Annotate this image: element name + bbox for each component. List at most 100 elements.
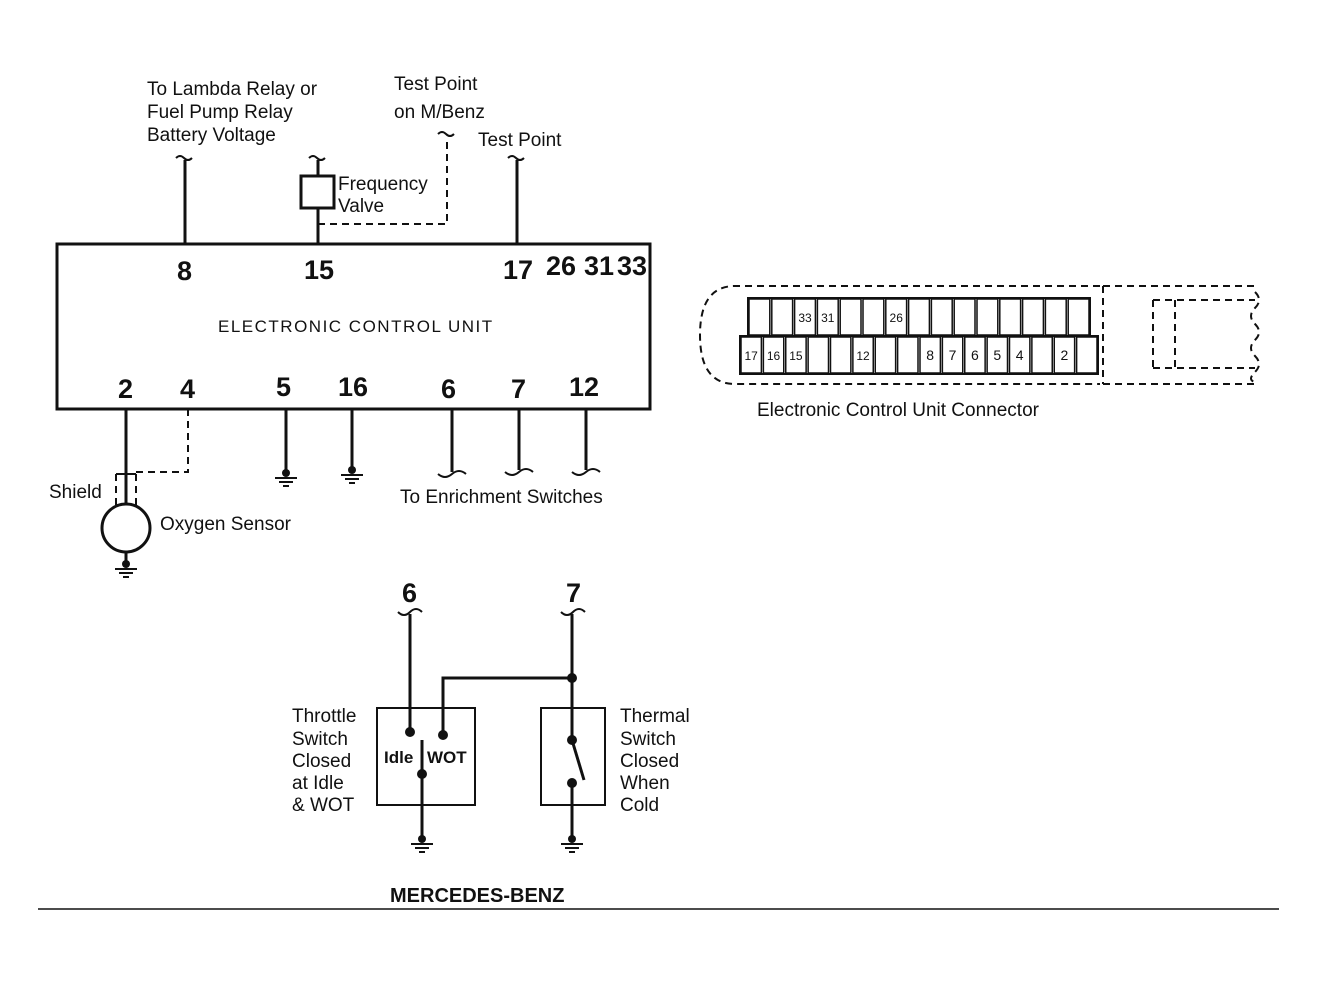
ground-pin-5-icon	[274, 409, 298, 487]
switch-pin-7: 7	[566, 578, 581, 608]
switch-pin-6: 6	[402, 578, 417, 608]
connector-cavity	[762, 336, 785, 374]
thermal-switch-label: Thermal Switch Closed When Cold	[620, 706, 690, 816]
frequency-valve-symbol	[299, 131, 455, 244]
throttle-switch-label: Throttle Switch Closed at Idle & WOT	[292, 706, 356, 816]
connector-cavity	[919, 336, 942, 374]
thermal-switch-circuit	[560, 608, 586, 853]
connector-cavity	[953, 298, 976, 336]
connector-cavity	[785, 336, 807, 374]
connector-cavity	[862, 298, 885, 336]
svg-text:When: When	[620, 773, 670, 794]
connector-pin-label: 7	[949, 347, 957, 363]
diagram-title: MERCEDES-BENZ	[390, 885, 564, 907]
svg-text:Closed: Closed	[292, 751, 351, 772]
throttle-switch-box	[376, 707, 476, 806]
connector-cavity	[907, 298, 931, 336]
throttle-switch-circuit	[397, 608, 572, 853]
connector-cavity	[852, 336, 874, 374]
connector-cavity	[807, 336, 830, 374]
svg-text:at Idle: at Idle	[292, 773, 344, 794]
ecu-title: ELECTRONIC CONTROL UNIT	[218, 317, 494, 336]
connector-pin-label: 31	[821, 311, 835, 325]
connector-cavity	[1075, 336, 1098, 374]
oxygen-sensor-label: Oxygen Sensor	[160, 514, 292, 535]
connector-pin-label: 15	[789, 349, 803, 363]
pin-26: 26	[546, 251, 576, 281]
connector-pin-label: 26	[890, 311, 904, 325]
oxygen-sensor-wiring	[114, 409, 189, 578]
test-point-label: Test Point	[478, 130, 562, 151]
connector-cavity	[999, 298, 1022, 336]
connector-cavity	[829, 336, 852, 374]
svg-text:Switch: Switch	[292, 729, 348, 750]
svg-text:Frequency: Frequency	[338, 174, 428, 195]
connector-cavity	[885, 298, 908, 336]
pin-12: 12	[569, 372, 599, 402]
connector-pin-label: 6	[971, 347, 979, 363]
enrichment-label: To Enrichment Switches	[400, 487, 603, 508]
thermal-switch-box	[540, 707, 606, 806]
connector-pin-label: 17	[745, 349, 759, 363]
pin-16: 16	[338, 372, 368, 402]
pin-15: 15	[304, 255, 334, 285]
svg-text:Fuel Pump Relay: Fuel Pump Relay	[147, 102, 293, 123]
svg-text:& WOT: & WOT	[292, 795, 355, 816]
svg-text:Test Point: Test Point	[394, 74, 478, 95]
frequency-valve-label: Frequency Valve	[338, 174, 428, 217]
connector-cavity	[793, 298, 817, 336]
connector-cavity	[986, 336, 1009, 374]
pin-7: 7	[511, 374, 526, 404]
connector-cavity	[964, 336, 986, 374]
connector-pin-label: 8	[926, 347, 934, 363]
connector-cavity	[1021, 298, 1045, 336]
connector-cavity	[771, 298, 794, 336]
svg-text:Switch: Switch	[620, 729, 676, 750]
shield-label: Shield	[49, 482, 102, 503]
connector-pin-label: 4	[1016, 347, 1024, 363]
oxygen-sensor-icon	[100, 502, 152, 554]
pin-2: 2	[118, 374, 133, 404]
pin-31: 31	[584, 251, 614, 281]
connector-pin-label: 5	[993, 347, 1001, 363]
lambda-relay-label: To Lambda Relay or Fuel Pump Relay Batte…	[147, 79, 318, 146]
svg-text:Cold: Cold	[620, 795, 659, 816]
connector-cavity	[1044, 298, 1067, 336]
connector-pin-label: 12	[856, 349, 870, 363]
pin-33: 33	[617, 251, 647, 281]
wire-pin-8	[175, 155, 193, 244]
pin-5: 5	[276, 372, 291, 402]
connector-cavity	[1053, 336, 1076, 374]
connector-pin-label: 16	[767, 349, 781, 363]
svg-text:Valve: Valve	[338, 196, 384, 217]
connector-cavity	[976, 298, 999, 336]
ground-pin-16-icon	[340, 409, 364, 484]
pin-8: 8	[177, 256, 192, 286]
connector-cavity	[1008, 336, 1031, 374]
connector-cavity	[740, 336, 763, 374]
svg-text:on M/Benz: on M/Benz	[394, 102, 485, 123]
wot-label: WOT	[427, 748, 467, 767]
connector-cavity	[896, 336, 919, 374]
connector-pin-label: 2	[1061, 347, 1069, 363]
svg-text:To Lambda Relay or: To Lambda Relay or	[147, 79, 318, 100]
connector-cavity	[1067, 298, 1090, 336]
ecu-box	[55, 242, 652, 411]
connector-cavity	[816, 298, 839, 336]
pin-4: 4	[180, 374, 195, 404]
connector-cavity	[839, 298, 862, 336]
idle-label: Idle	[384, 748, 413, 767]
connector-caption: Electronic Control Unit Connector	[757, 400, 1040, 421]
test-point-mbenz-label: Test Point on M/Benz	[394, 74, 485, 123]
connector-cavity	[1031, 336, 1053, 374]
svg-text:Thermal: Thermal	[620, 706, 690, 727]
enrichment-wires	[437, 409, 601, 478]
pin-6: 6	[441, 374, 456, 404]
svg-text:Battery Voltage: Battery Voltage	[147, 125, 276, 146]
pin-17: 17	[503, 255, 533, 285]
wire-pin-17	[507, 155, 525, 244]
connector-cavity	[930, 298, 953, 336]
connector-cavity	[874, 336, 897, 374]
